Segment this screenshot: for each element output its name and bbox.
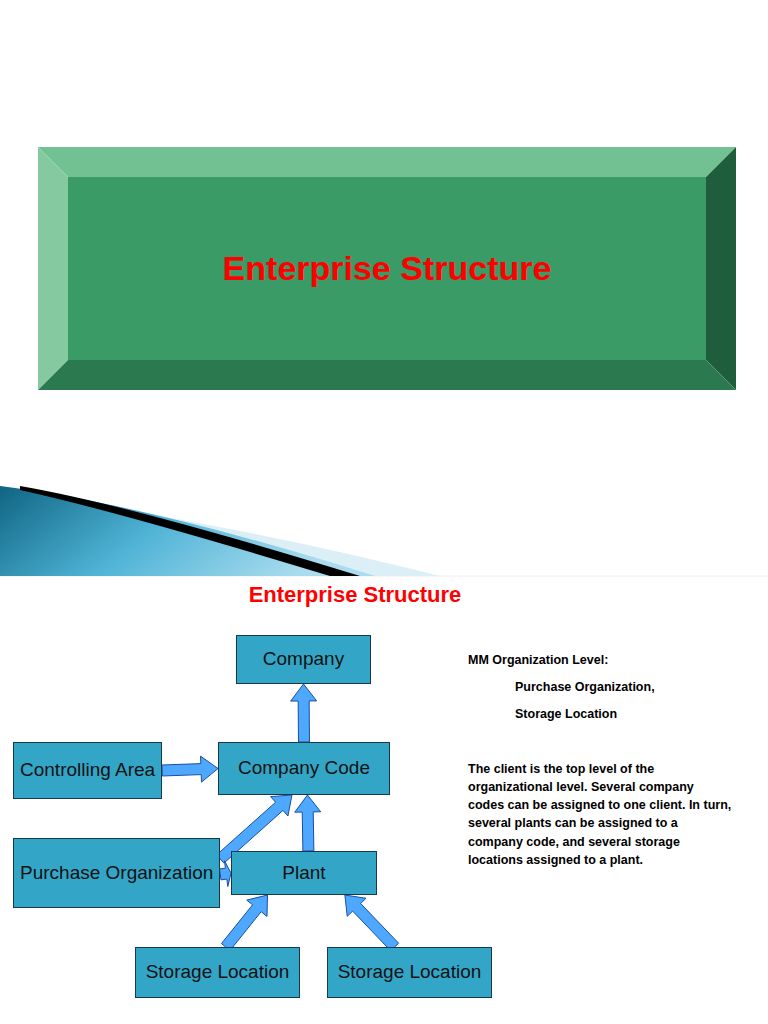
block-arrow: [221, 895, 267, 950]
note-text: The client is the top level of the organ…: [468, 760, 733, 869]
block-arrow: [345, 895, 399, 951]
block-arrow: [220, 861, 231, 887]
level-heading: MM Organization Level:: [468, 651, 748, 669]
org-box: Controlling Area: [13, 742, 162, 799]
node-text: Company: [263, 648, 344, 671]
bevel-face: [38, 147, 68, 390]
node-text: Controlling Area: [20, 759, 155, 782]
org-box: Plant: [231, 851, 377, 895]
org-box: Purchase Organization: [13, 838, 220, 908]
bevel-face: [706, 147, 736, 390]
title-banner: Enterprise Structure: [38, 147, 736, 390]
org-box: Company: [236, 635, 371, 684]
node-text: Enterprise Structure: [223, 249, 552, 288]
node-text: Storage Location: [338, 961, 482, 984]
node-text: Purchase Organization: [20, 862, 213, 885]
node-text: Plant: [282, 862, 325, 885]
node-text: Company Code: [238, 757, 370, 780]
block-arrow: [291, 684, 317, 742]
org-box: Company Code: [218, 742, 390, 795]
org-box: Storage Location: [135, 947, 300, 998]
level-item: Storage Location: [515, 705, 755, 723]
bevel-face: [38, 147, 736, 177]
swoosh-line: [20, 486, 360, 576]
org-box: Storage Location: [327, 947, 492, 998]
block-arrow: [295, 795, 321, 851]
bevel-face: [68, 177, 706, 360]
bevel-face: [38, 360, 736, 390]
slide-title: Enterprise Structure: [0, 582, 710, 608]
node-text: Storage Location: [146, 961, 290, 984]
swoosh-teal: [0, 486, 375, 576]
block-arrow: [162, 756, 218, 782]
level-item: Purchase Organization,: [515, 678, 755, 696]
